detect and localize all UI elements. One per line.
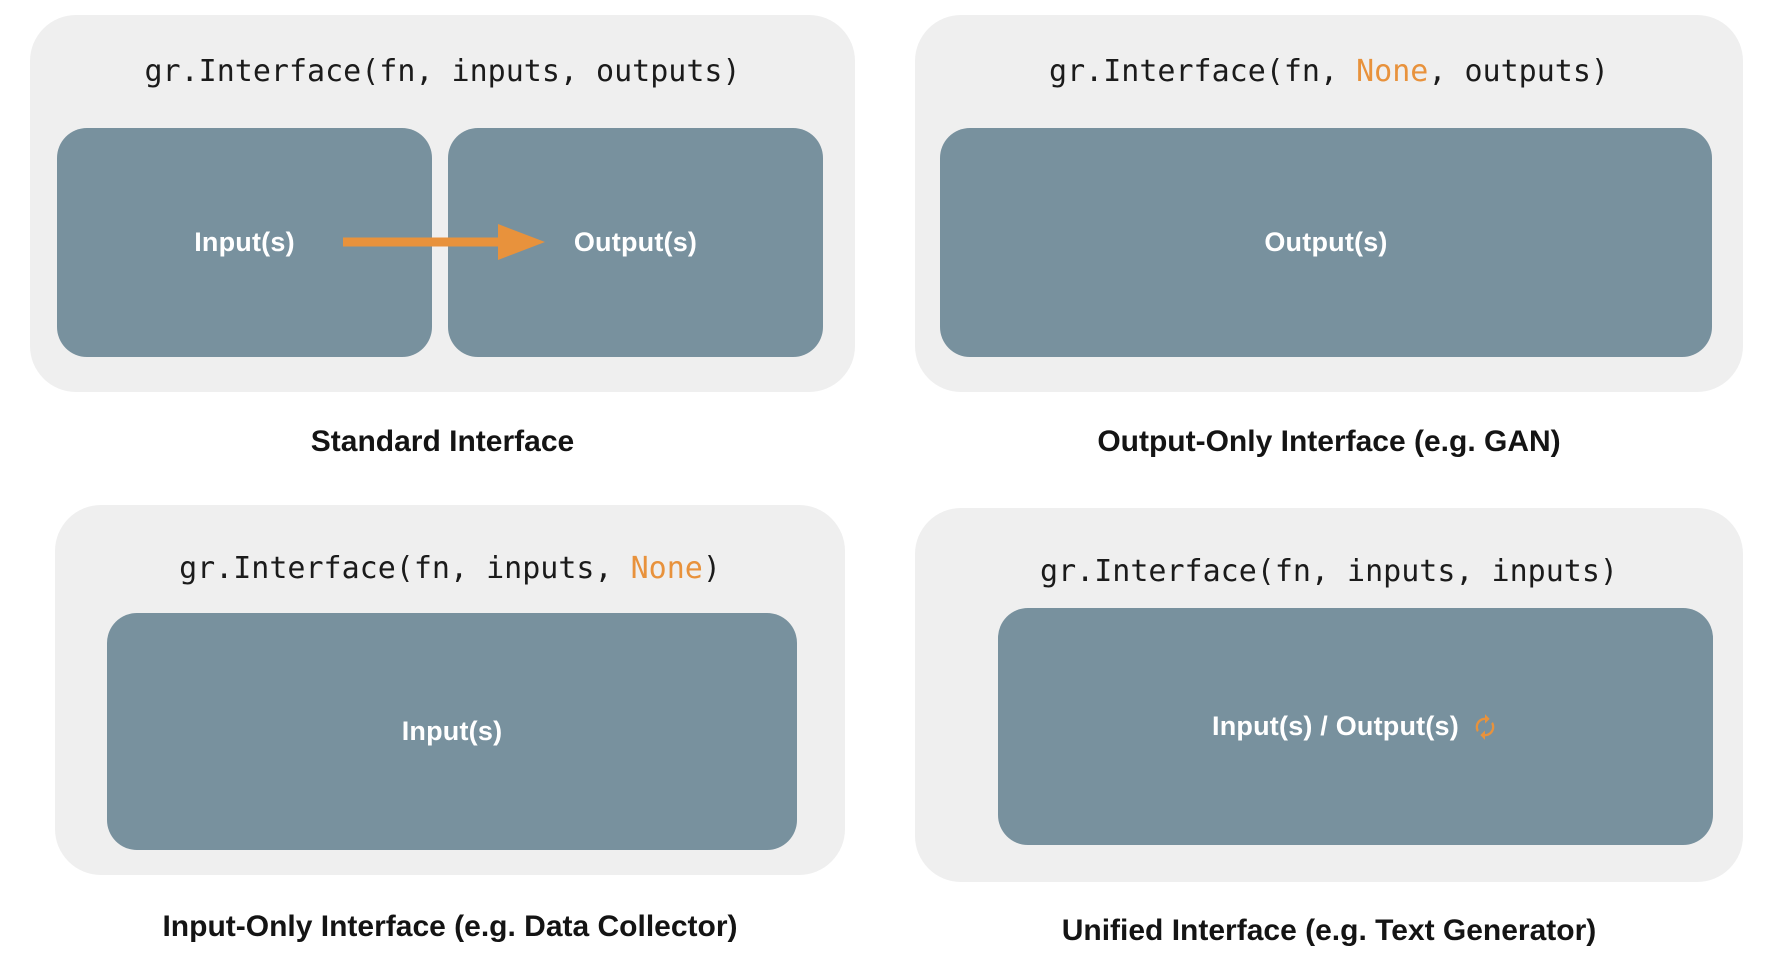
code-text: ) — [702, 551, 721, 586]
box-label-text: Input(s) / Output(s) — [1212, 711, 1459, 741]
code-highlight-none: None — [1356, 54, 1429, 89]
code-text: gr.Interface(fn, — [1049, 54, 1357, 89]
panel-unified-interface: gr.Interface(fn, inputs, inputs) Input(s… — [915, 508, 1743, 882]
input-box: Input(s) — [107, 613, 797, 850]
code-text: gr.Interface(fn, inputs, inputs) — [1040, 554, 1618, 589]
code-line-output-only: gr.Interface(fn, None, outputs) — [915, 53, 1743, 91]
panel-standard-interface: gr.Interface(fn, inputs, outputs) Input(… — [30, 15, 855, 392]
input-box: Input(s) — [57, 128, 432, 357]
output-box-label: Output(s) — [573, 227, 698, 257]
code-text: , outputs) — [1428, 54, 1609, 89]
code-highlight-none: None — [630, 551, 703, 586]
code-text: gr.Interface(fn, inputs, outputs) — [144, 54, 741, 89]
input-box-label: Input(s) — [194, 227, 295, 257]
output-box: Output(s) — [940, 128, 1712, 357]
code-text: gr.Interface(fn, inputs, — [179, 551, 631, 586]
panel-output-only-interface: gr.Interface(fn, None, outputs) Output(s… — [915, 15, 1743, 392]
code-line-standard: gr.Interface(fn, inputs, outputs) — [30, 53, 855, 91]
caption-input-only-interface: Input-Only Interface (e.g. Data Collecto… — [162, 910, 738, 943]
output-box: Output(s) — [448, 128, 823, 357]
output-box-label: Output(s) — [1264, 227, 1388, 257]
caption-standard-interface: Standard Interface — [310, 425, 575, 458]
input-output-box-label: Input(s) / Output(s) — [1212, 711, 1499, 742]
sync-icon — [1475, 713, 1495, 740]
caption-output-only-interface: Output-Only Interface (e.g. GAN) — [1097, 425, 1561, 458]
input-output-box: Input(s) / Output(s) — [998, 608, 1713, 845]
input-box-label: Input(s) — [401, 716, 503, 746]
code-line-unified: gr.Interface(fn, inputs, inputs) — [915, 553, 1743, 591]
panel-input-only-interface: gr.Interface(fn, inputs, None) Input(s) — [55, 505, 845, 875]
caption-unified-interface: Unified Interface (e.g. Text Generator) — [1061, 914, 1597, 947]
code-line-input-only: gr.Interface(fn, inputs, None) — [55, 550, 845, 588]
